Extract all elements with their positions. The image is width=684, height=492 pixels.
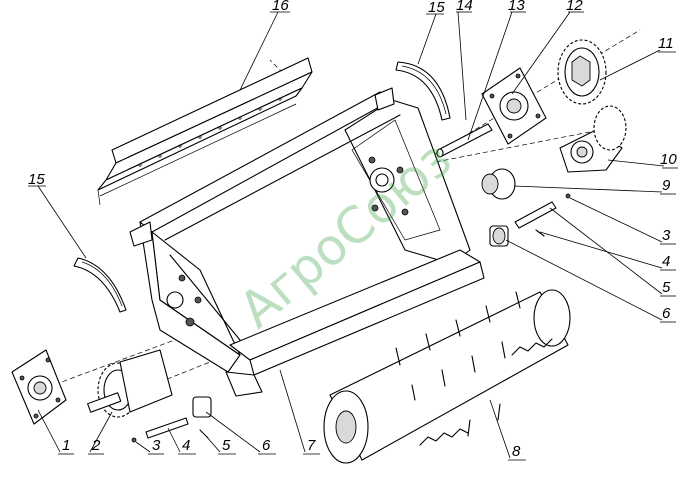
leader-lines bbox=[28, 11, 678, 461]
part-5-cotter-right bbox=[535, 229, 545, 237]
part-4-axle-left bbox=[145, 417, 189, 439]
callout-3: 3 bbox=[152, 437, 161, 454]
part-11-large-sprocket bbox=[557, 39, 607, 105]
callout-4: 4 bbox=[182, 437, 190, 454]
callout-4-right: 4 bbox=[662, 253, 670, 270]
part-4-axle-right bbox=[514, 201, 557, 229]
part-10-sprocket-flange bbox=[559, 105, 627, 173]
part-1-bearing-plate bbox=[11, 349, 67, 425]
callout-2: 2 bbox=[91, 437, 101, 454]
callout-8: 8 bbox=[512, 443, 521, 460]
part-15-cover-right bbox=[395, 61, 451, 121]
callout-14: 14 bbox=[456, 0, 473, 14]
part-12-bearing-plate bbox=[481, 67, 547, 145]
part-2-sprocket bbox=[87, 349, 173, 418]
part-3-pin-right bbox=[565, 193, 571, 199]
callout-5: 5 bbox=[222, 437, 231, 454]
callout-5-right: 5 bbox=[662, 279, 671, 296]
callout-7: 7 bbox=[307, 437, 316, 454]
part-6-bushing-right bbox=[489, 225, 509, 247]
callout-11: 11 bbox=[658, 35, 674, 52]
part-7-main-frame bbox=[129, 87, 485, 397]
callout-6: 6 bbox=[262, 437, 271, 454]
callout-9: 9 bbox=[662, 177, 671, 194]
callout-numbers: 1 2 3 4 5 6 7 8 3 4 5 6 9 10 11 12 13 14… bbox=[28, 0, 677, 460]
callout-15-left: 15 bbox=[28, 171, 45, 188]
callout-3-right: 3 bbox=[662, 227, 671, 244]
part-9-roller bbox=[481, 168, 516, 200]
part-8-rotor-drum bbox=[323, 289, 571, 464]
callout-6-right: 6 bbox=[662, 305, 671, 322]
callout-15-right: 15 bbox=[428, 0, 445, 16]
part-3-pin-left bbox=[131, 437, 137, 443]
part-15-cover-left bbox=[73, 257, 127, 313]
callout-12: 12 bbox=[566, 0, 583, 14]
callout-16: 16 bbox=[272, 0, 289, 14]
part-13-shaft bbox=[436, 123, 493, 158]
callout-1: 1 bbox=[62, 437, 70, 454]
part-16-top-cover bbox=[97, 57, 313, 206]
callout-13: 13 bbox=[508, 0, 525, 14]
callout-10: 10 bbox=[660, 151, 677, 168]
